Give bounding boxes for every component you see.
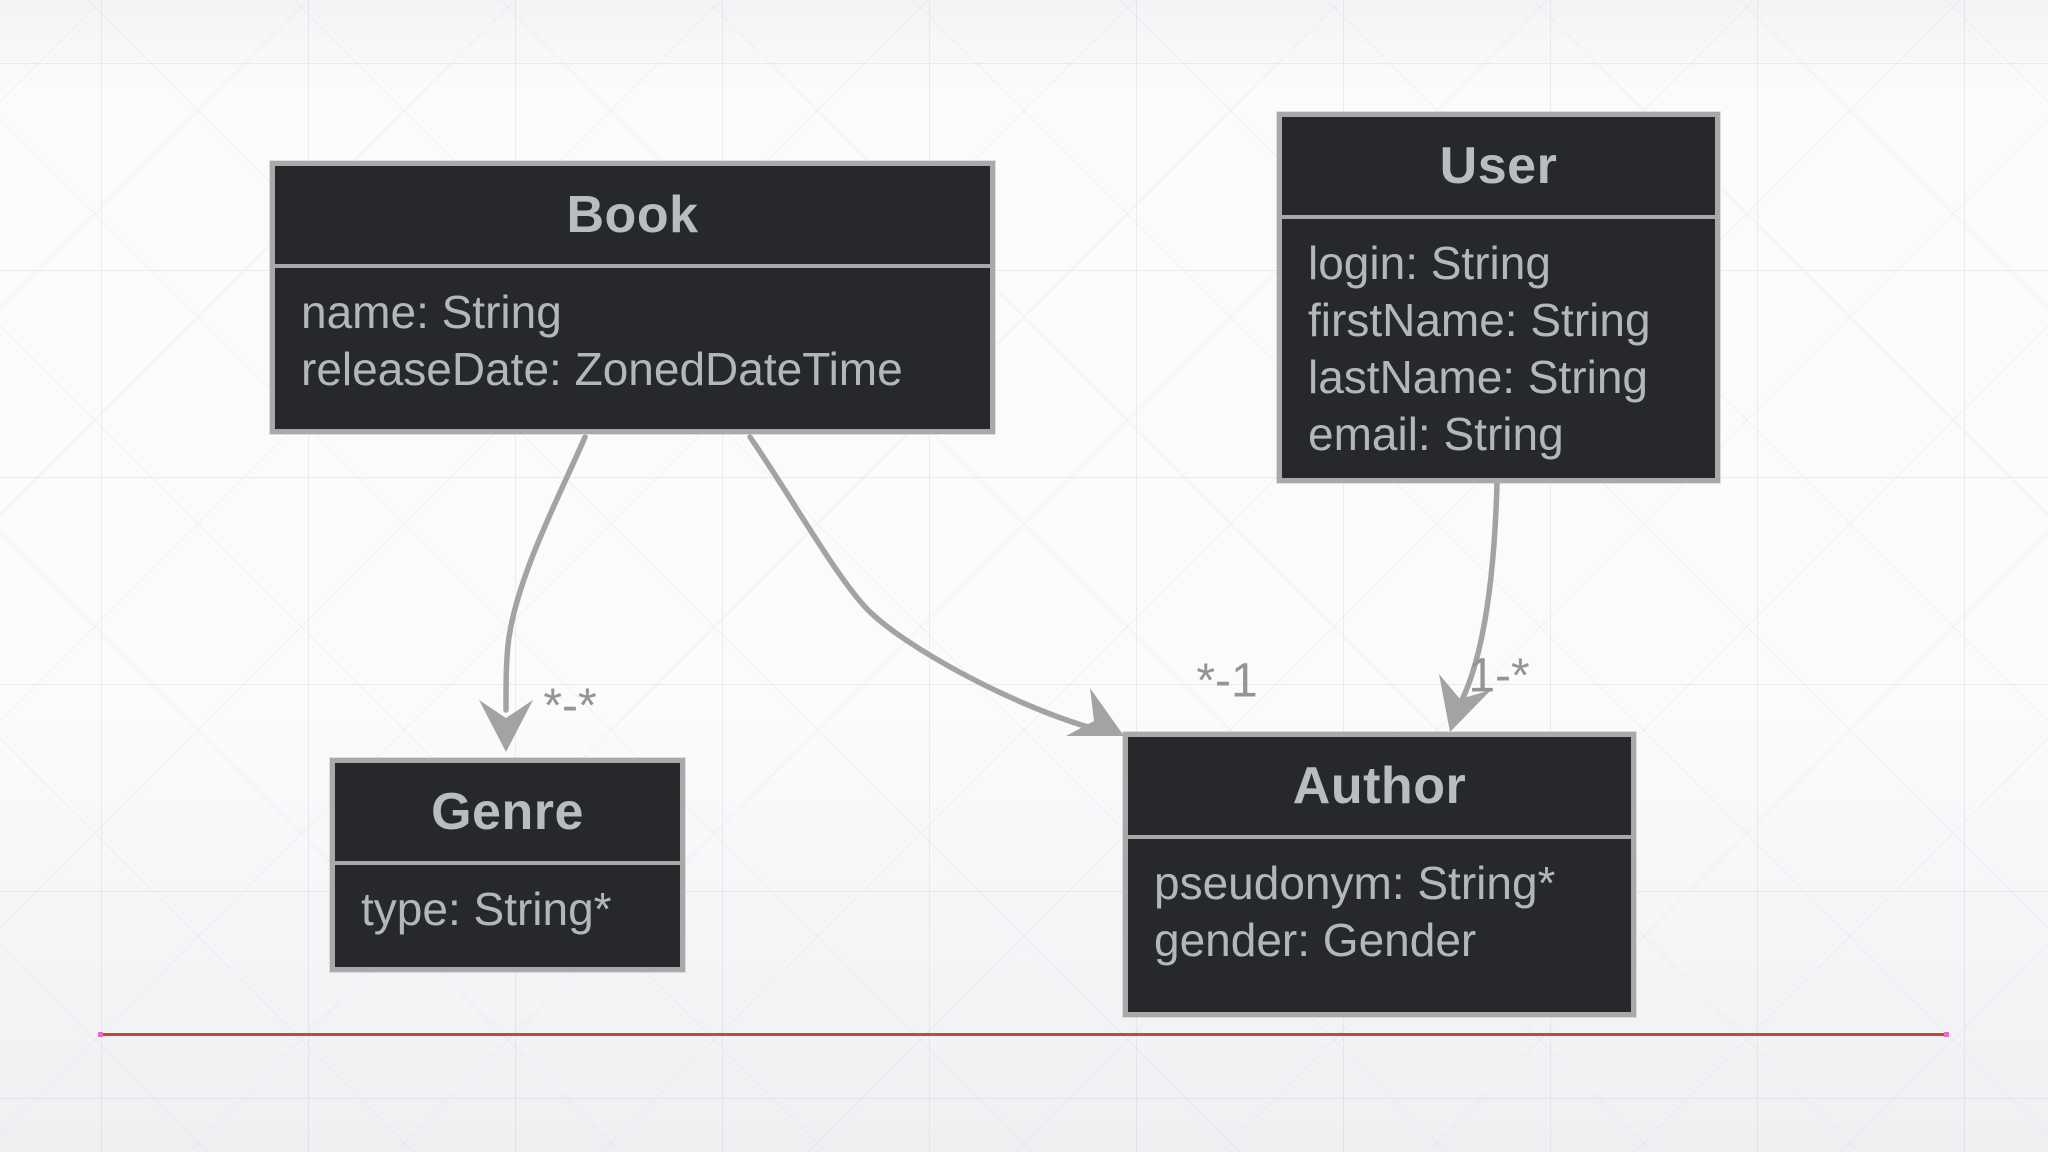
class-box-author[interactable]: Author pseudonym: String* gender: Gender	[1123, 732, 1636, 1017]
class-attribute: type: String*	[361, 883, 612, 935]
class-title-book: Book	[275, 166, 990, 268]
class-attribute: firstName: String	[1308, 294, 1651, 346]
class-title-genre: Genre	[335, 763, 680, 865]
multiplicity-label-book-author[interactable]: *-1	[1196, 654, 1258, 708]
class-box-user[interactable]: User login: String firstName: String las…	[1277, 112, 1720, 483]
edge-book-author[interactable]	[747, 434, 1091, 730]
class-title-author: Author	[1128, 737, 1631, 839]
edge-user-author[interactable]	[1459, 480, 1500, 703]
class-attributes-genre: type: String*	[335, 865, 680, 938]
arrowhead-user-author-icon[interactable]	[1439, 674, 1491, 732]
class-attribute: releaseDate: ZonedDateTime	[301, 343, 903, 395]
arrowhead-book-genre-icon[interactable]	[479, 700, 533, 752]
class-title-user: User	[1282, 117, 1715, 219]
red-line-endpoint[interactable]	[1944, 1032, 1949, 1037]
class-box-book[interactable]: Book name: String releaseDate: ZonedDate…	[270, 161, 995, 434]
edge-book-genre[interactable]	[503, 434, 588, 713]
multiplicity-label-book-genre[interactable]: *-*	[543, 679, 597, 733]
class-attribute: email: String	[1308, 408, 1564, 460]
class-attributes-author: pseudonym: String* gender: Gender	[1128, 839, 1631, 969]
red-divider-line[interactable]	[101, 1033, 1946, 1036]
red-line-endpoint[interactable]	[98, 1032, 103, 1037]
class-attributes-book: name: String releaseDate: ZonedDateTime	[275, 268, 990, 398]
multiplicity-label-user-author[interactable]: 1-*	[1468, 649, 1530, 703]
class-box-genre[interactable]: Genre type: String*	[330, 758, 685, 972]
class-attribute: pseudonym: String*	[1154, 857, 1556, 909]
arrowhead-book-author-icon[interactable]	[1066, 688, 1124, 736]
class-attribute: lastName: String	[1308, 351, 1649, 403]
class-attributes-user: login: String firstName: String lastName…	[1282, 219, 1715, 463]
class-attribute: name: String	[301, 286, 562, 338]
class-attribute: login: String	[1308, 237, 1551, 289]
class-attribute: gender: Gender	[1154, 914, 1477, 966]
